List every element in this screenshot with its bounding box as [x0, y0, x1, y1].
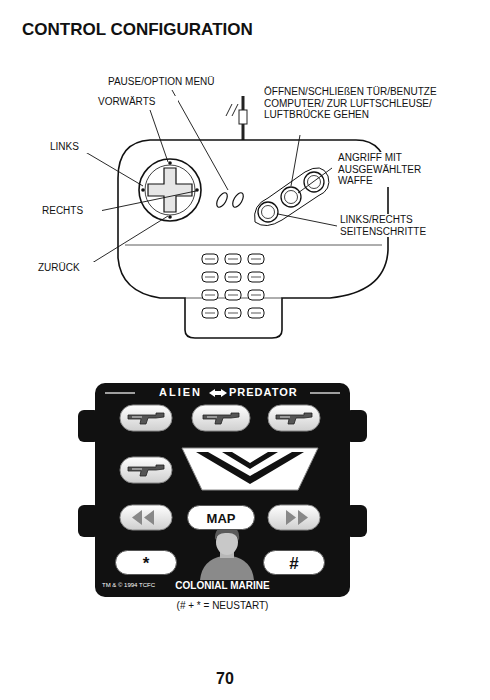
button-label: MAP — [188, 511, 254, 524]
overlay-card: ALIENPREDATORCOLONIAL MARINETM & © 1994 … — [95, 383, 350, 597]
page-number: 70 — [195, 670, 255, 688]
button-label: * — [116, 554, 176, 571]
note-text: (# + * = NEUSTART) — [95, 600, 350, 612]
callout-label: ÖFFNEN/SCHLIEßEN TÜR/BENUTZE COMPUTER/ Z… — [264, 86, 474, 121]
page-title: CONTROL CONFIGURATION — [22, 20, 253, 40]
button-label: # — [264, 554, 324, 571]
copyright-note: TM & © 1994 TCFC — [102, 582, 162, 589]
star-button: * — [115, 550, 177, 575]
logo-word: ALIEN — [130, 386, 202, 399]
callout-label: RECHTS — [42, 205, 102, 217]
callout-label: LINKS/RECHTS SEITENSCHRITTE — [340, 214, 450, 237]
callout-label: ZURÜCK — [38, 262, 98, 274]
map-button: MAP — [187, 505, 255, 530]
hash-button: # — [263, 550, 325, 575]
callout-label: PAUSE/OPTION MENÜ — [108, 76, 238, 88]
overlay-card — [78, 383, 367, 597]
callout-label: VORWÄRTS — [98, 96, 178, 108]
marine-portrait — [200, 526, 254, 580]
callout-label: LINKS — [50, 141, 100, 153]
logo-word: PREDATOR — [229, 386, 319, 399]
callout-label: ANGRIFF MIT AUSGEWÄHLTER WAFFE — [338, 152, 430, 187]
